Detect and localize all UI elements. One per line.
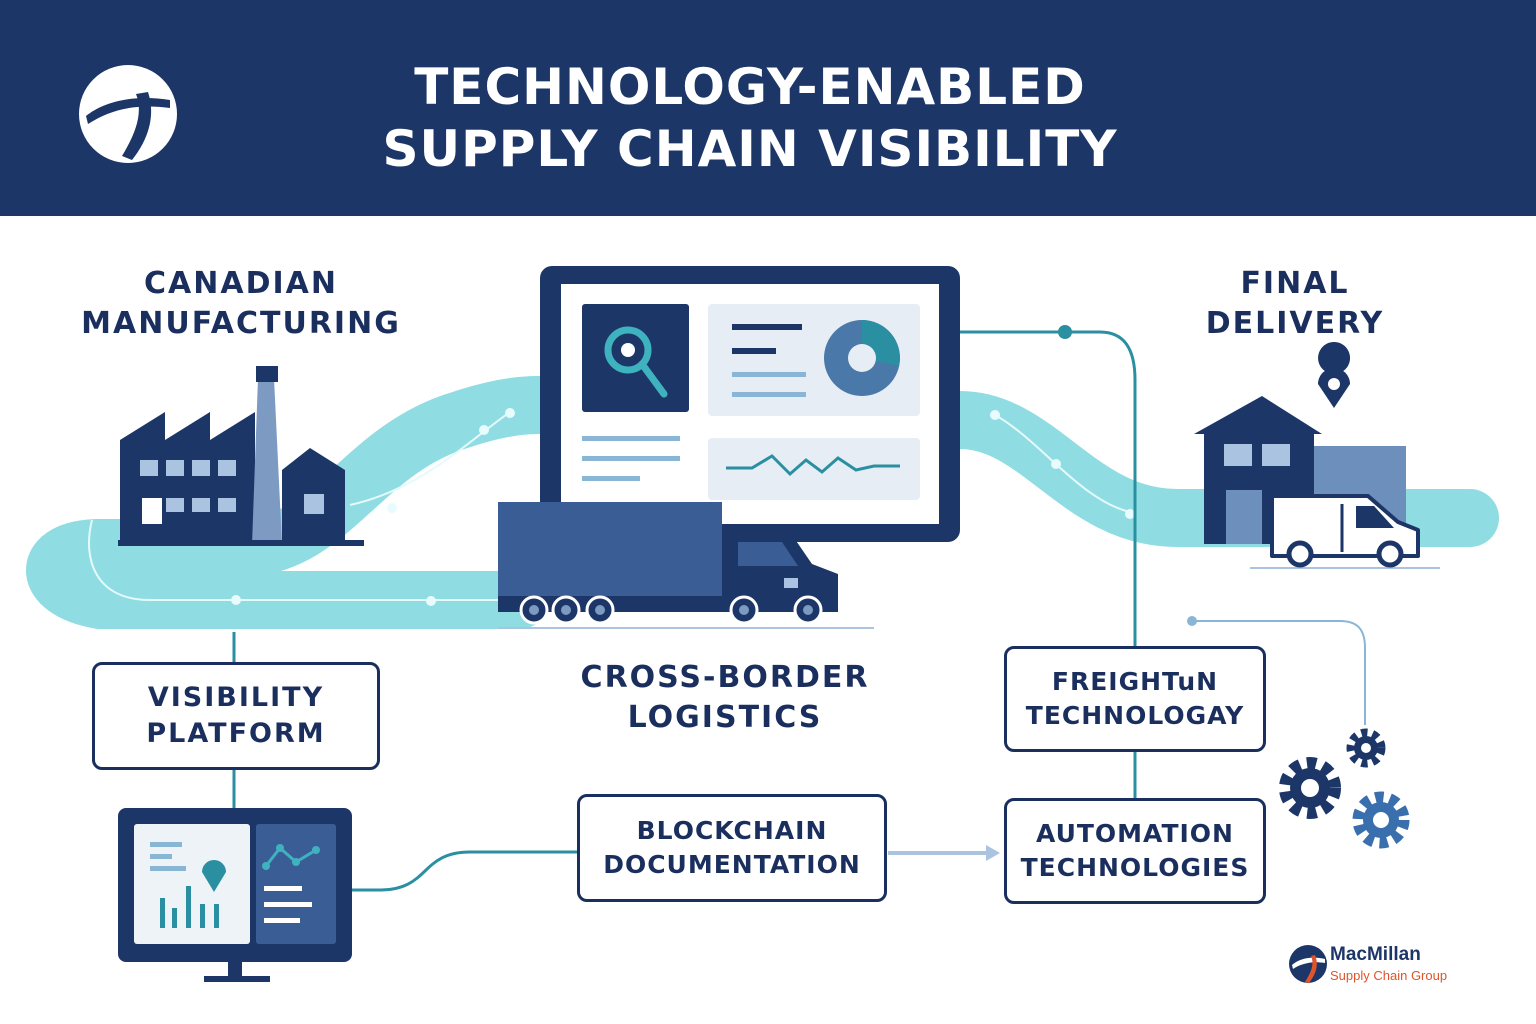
arrow-blockchain-to-automation <box>888 845 1000 861</box>
route-dots <box>231 408 1135 606</box>
brand-subtitle: Supply Chain Group <box>1330 968 1448 983</box>
box-line-2: TECHNOLOGIES <box>1020 853 1250 882</box>
dashboard-monitor-icon <box>540 266 960 542</box>
title-line-2: SUPPLY CHAIN VISIBILITY <box>382 120 1118 178</box>
brand-mark-icon <box>1289 945 1327 983</box>
box-line-2: TECHNOLOGAY <box>1025 701 1245 730</box>
box-freight-technology: FREIGHTuN TECHNOLOGAY <box>1004 646 1266 752</box>
box-blockchain-documentation: BLOCKCHAIN DOCUMENTATION <box>577 794 887 902</box>
label-line-2: DELIVERY <box>1205 306 1385 341</box>
gear-connector <box>1187 616 1366 725</box>
page-title: TECHNOLOGY-ENABLED SUPPLY CHAIN VISIBILI… <box>300 56 1200 180</box>
label-final-delivery: FINAL DELIVERY <box>1170 264 1420 344</box>
warehouse-van-icon <box>1194 342 1440 569</box>
label-line-2: MANUFACTURING <box>81 306 401 341</box>
brand-logo: MacMillan Supply Chain Group <box>1288 944 1488 990</box>
box-visibility-platform: VISIBILITY PLATFORM <box>92 662 380 770</box>
box-line-2: DOCUMENTATION <box>603 850 861 879</box>
label-line-2: LOGISTICS <box>627 700 823 735</box>
brand-name: MacMillan <box>1330 944 1421 965</box>
title-line-1: TECHNOLOGY-ENABLED <box>414 58 1086 116</box>
label-canadian-manufacturing: CANADIAN MANUFACTURING <box>60 264 422 344</box>
gears-icon <box>1279 728 1410 849</box>
label-line-1: FINAL <box>1240 266 1350 301</box>
label-line-1: CROSS-BORDER <box>580 660 870 695</box>
truck-icon <box>498 502 874 629</box>
box-automation-technologies: AUTOMATION TECHNOLOGIES <box>1004 798 1266 904</box>
box-line-2: PLATFORM <box>146 718 326 749</box>
box-line-1: AUTOMATION <box>1035 819 1234 848</box>
analytics-monitor-icon <box>118 808 352 982</box>
box-line-1: VISIBILITY <box>147 682 325 713</box>
header-banner: TECHNOLOGY-ENABLED SUPPLY CHAIN VISIBILI… <box>0 0 1536 216</box>
label-line-1: CANADIAN <box>144 266 338 301</box>
box-line-1: FREIGHTuN <box>1051 667 1219 696</box>
factory-icon <box>118 366 364 546</box>
swoosh-logo-icon <box>79 65 177 163</box>
box-line-1: BLOCKCHAIN <box>636 816 828 845</box>
connector-lines <box>232 325 1137 892</box>
label-cross-border-logistics: CROSS-BORDER LOGISTICS <box>560 658 890 738</box>
